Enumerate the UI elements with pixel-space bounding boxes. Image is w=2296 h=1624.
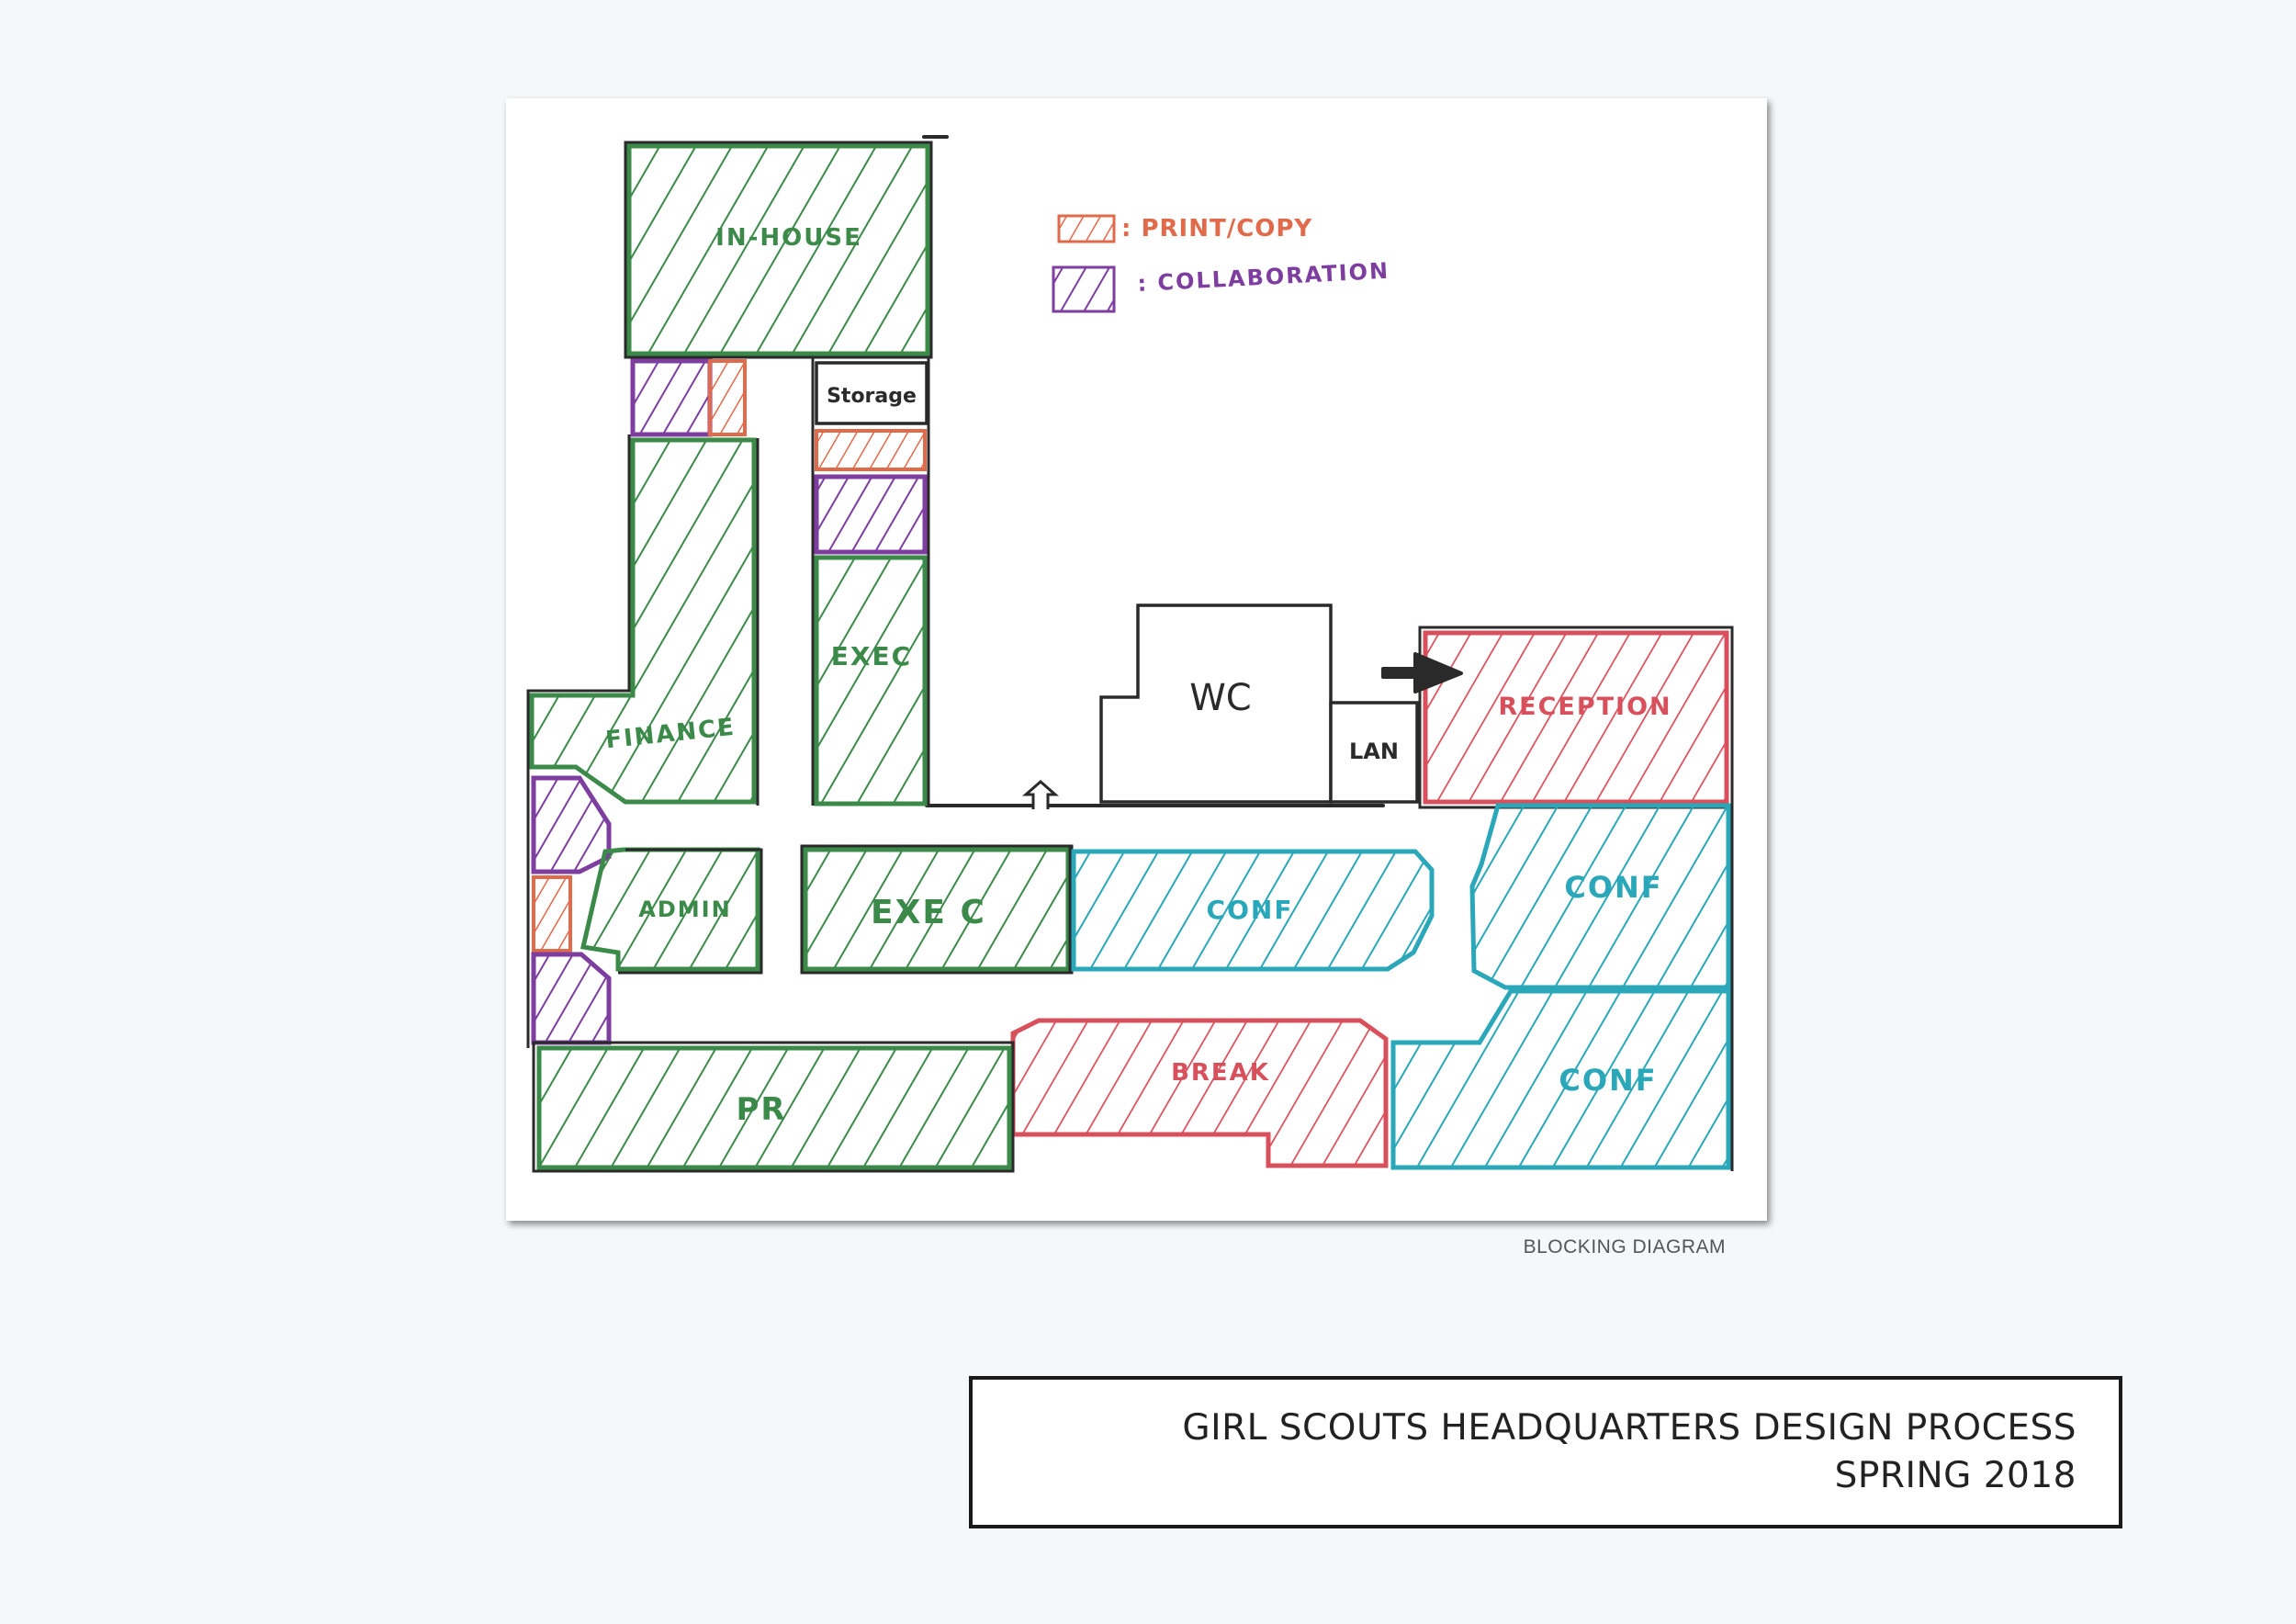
- room-label-pr: PR: [736, 1091, 786, 1128]
- room-storage: [815, 361, 929, 425]
- room-label-wc: WC: [1189, 677, 1251, 719]
- collaboration-zone-3: [531, 775, 612, 874]
- project-title: GIRL SCOUTS HEADQUARTERS DESIGN PROCESS: [1182, 1407, 2077, 1449]
- room-label-conf-middle: CONF: [1207, 895, 1294, 925]
- legend-swatch-print-copy: [1057, 214, 1116, 243]
- room-label-exec-c: EXE C: [871, 894, 986, 931]
- room-label-reception: RECEPTION: [1498, 693, 1671, 721]
- collaboration-zone-4: [531, 952, 612, 1045]
- diagram-caption: BLOCKING DIAGRAM: [1523, 1236, 1726, 1257]
- room-conf-right-top: [1469, 803, 1731, 990]
- legend-swatch-collaboration: [1052, 265, 1116, 313]
- title-block: GIRL SCOUTS HEADQUARTERS DESIGN PROCESS …: [969, 1376, 2122, 1528]
- room-exec-c: [803, 847, 1071, 972]
- room-label-break: BREAK: [1171, 1059, 1270, 1087]
- room-label-conf-right-top: CONF: [1564, 870, 1662, 905]
- room-conf-middle: [1071, 849, 1435, 972]
- room-reception: [1423, 630, 1729, 805]
- project-term: SPRING 2018: [1834, 1455, 2077, 1496]
- room-break: [1010, 1018, 1389, 1168]
- room-label-conf-right-bottom: CONF: [1559, 1063, 1657, 1098]
- print-copy-zone-3: [532, 875, 572, 953]
- room-label-admin: ADMIN: [638, 897, 731, 922]
- room-in-house: [626, 143, 930, 356]
- legend-label-print-copy: : PRINT/COPY: [1121, 215, 1312, 242]
- room-lan: [1329, 701, 1419, 804]
- entry-arrow-icon: [1381, 652, 1463, 694]
- collaboration-zone: [630, 358, 713, 437]
- room-label-storage: Storage: [827, 385, 917, 408]
- room-label-lan: LAN: [1349, 739, 1399, 764]
- collaboration-zone-2: [814, 474, 928, 555]
- legend: : PRINT/COPY : COLLABORATION: [1052, 214, 1390, 313]
- entrance-arrow-icon: [1022, 780, 1059, 809]
- room-pr: [536, 1045, 1012, 1170]
- room-exec: [814, 555, 928, 806]
- print-copy-zone: [708, 359, 747, 436]
- print-copy-zone-2: [815, 429, 927, 471]
- room-conf-right-bottom: [1390, 988, 1731, 1170]
- corridor-walls: [922, 135, 1385, 807]
- legend-label-collaboration: : COLLABORATION: [1137, 258, 1390, 297]
- blocking-diagram-sheet: IN-HOUSE FINANCE Storage EXEC WC LAN REC…: [506, 98, 1767, 1221]
- room-label-in-house: IN-HOUSE: [715, 224, 862, 252]
- room-label-exec: EXEC: [831, 641, 912, 671]
